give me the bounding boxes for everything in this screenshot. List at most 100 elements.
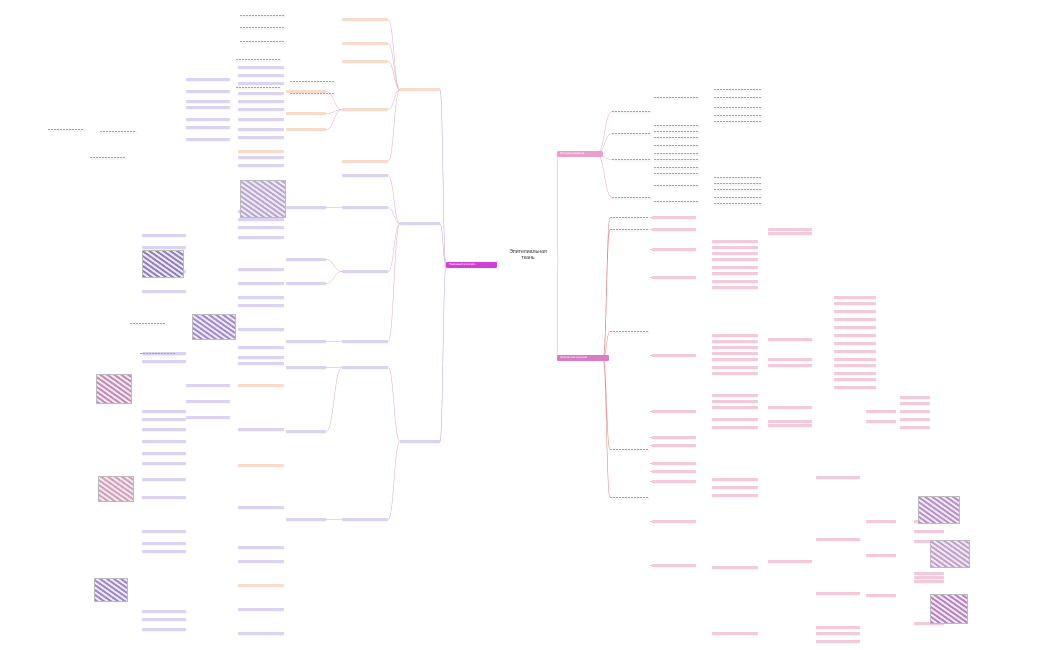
- node-right-bottom-l5[interactable]: [816, 626, 860, 630]
- node-level-3[interactable]: [342, 366, 388, 370]
- node-level-5[interactable]: [238, 150, 284, 154]
- node-right-bottom-l5[interactable]: [816, 592, 860, 596]
- node-right-bottom-l7[interactable]: [914, 530, 944, 534]
- node-level-6[interactable]: [186, 78, 230, 82]
- node-level-6[interactable]: [142, 530, 186, 534]
- node-right-bottom-l4[interactable]: [712, 340, 758, 344]
- central-topic[interactable]: Эпителиальная ткань: [498, 249, 558, 261]
- node-right-bottom-l5[interactable]: [768, 228, 812, 232]
- node-right-bottom-l7[interactable]: [900, 396, 930, 400]
- node-right-bottom-l6[interactable]: [834, 378, 876, 382]
- node-level-6[interactable]: [186, 118, 230, 122]
- node-right-bottom-l5[interactable]: [816, 632, 860, 636]
- node-right-bottom-l6[interactable]: [834, 310, 876, 314]
- node-level-5[interactable]: [238, 164, 284, 168]
- node-level-4[interactable]: [286, 90, 326, 94]
- node-level-6[interactable]: [186, 416, 230, 420]
- node-level-5[interactable]: [238, 226, 284, 230]
- node-right-bottom-l4[interactable]: [712, 266, 758, 270]
- node-right-bottom-l5[interactable]: [768, 424, 812, 428]
- node-level-5[interactable]: [238, 236, 284, 240]
- node-level-3[interactable]: [342, 60, 388, 64]
- node-level-5[interactable]: [238, 356, 284, 360]
- node-right-bottom-l6[interactable]: [834, 358, 876, 362]
- node-level-3[interactable]: [342, 206, 388, 210]
- node-right-bottom-l3[interactable]: [652, 444, 696, 448]
- node-right-bottom-l7[interactable]: [866, 554, 896, 558]
- node-level-5[interactable]: [238, 632, 284, 636]
- node-level-6[interactable]: [142, 360, 186, 364]
- node-level-5[interactable]: [238, 118, 284, 122]
- node-right-bottom-l4[interactable]: [712, 400, 758, 404]
- node-level-6[interactable]: [186, 138, 230, 142]
- node-right-bottom-l5[interactable]: [768, 338, 812, 342]
- node-right-bottom-l7[interactable]: [914, 572, 944, 576]
- node-right-bottom-l4[interactable]: [712, 272, 758, 276]
- node-right-bottom-l7[interactable]: [866, 594, 896, 598]
- node-right-bottom-l6[interactable]: [834, 372, 876, 376]
- branch-development-sources[interactable]: Источники развития: [557, 151, 603, 157]
- node-level-4[interactable]: [286, 128, 326, 132]
- node-level-6[interactable]: [142, 428, 186, 432]
- node-level-4[interactable]: [286, 206, 326, 210]
- node-right-bottom-l3[interactable]: [652, 228, 696, 232]
- node-level-6[interactable]: [186, 100, 230, 104]
- node-level-5[interactable]: [238, 584, 284, 588]
- node-level-6[interactable]: [186, 90, 230, 94]
- node-level-5[interactable]: [238, 66, 284, 70]
- node-right-bottom-l4[interactable]: [712, 366, 758, 370]
- node-level-5[interactable]: [238, 428, 284, 432]
- node-right-bottom-l4[interactable]: [712, 334, 758, 338]
- node-right-bottom-l4[interactable]: [712, 280, 758, 284]
- node-level-3[interactable]: [342, 18, 388, 22]
- node-level-6[interactable]: [186, 106, 230, 110]
- node-level-5[interactable]: [238, 100, 284, 104]
- node-right-bottom-l4[interactable]: [712, 246, 758, 250]
- node-level-4[interactable]: [286, 340, 326, 344]
- node-level-3[interactable]: [342, 174, 388, 178]
- node-right-bottom-l4[interactable]: [712, 486, 758, 490]
- node-level-5[interactable]: [238, 546, 284, 550]
- node-right-bottom-l4[interactable]: [712, 566, 758, 570]
- node-level-4[interactable]: [286, 430, 326, 434]
- node-level-3[interactable]: [342, 270, 388, 274]
- node-level-6[interactable]: [186, 126, 230, 130]
- node-level-6[interactable]: [142, 478, 186, 482]
- node-right-bottom-l4[interactable]: [712, 346, 758, 350]
- node-right-bottom-l5[interactable]: [768, 406, 812, 410]
- node-level-5[interactable]: [238, 328, 284, 332]
- node-level-6[interactable]: [142, 462, 186, 466]
- node-right-bottom-l4[interactable]: [712, 352, 758, 356]
- node-level-6[interactable]: [142, 452, 186, 456]
- node-level-2[interactable]: [400, 440, 440, 444]
- node-right-bottom-l3[interactable]: [652, 462, 696, 466]
- node-right-bottom-l5[interactable]: [816, 476, 860, 480]
- node-level-6[interactable]: [142, 410, 186, 414]
- node-level-6[interactable]: [142, 542, 186, 546]
- node-right-bottom-l6[interactable]: [834, 386, 876, 390]
- node-right-bottom-l5[interactable]: [768, 420, 812, 424]
- node-right-bottom-l6[interactable]: [834, 350, 876, 354]
- node-level-6[interactable]: [142, 628, 186, 632]
- branch-covering-epithelium[interactable]: Покровный эпителий ›: [446, 262, 497, 268]
- node-right-bottom-l4[interactable]: [712, 478, 758, 482]
- node-level-5[interactable]: [238, 108, 284, 112]
- node-right-bottom-l7[interactable]: [900, 426, 930, 430]
- node-right-bottom-l7[interactable]: [866, 520, 896, 524]
- node-right-bottom-l7[interactable]: [866, 410, 896, 414]
- node-right-bottom-l7[interactable]: [900, 410, 930, 414]
- node-level-5[interactable]: [238, 136, 284, 140]
- node-level-5[interactable]: [238, 74, 284, 78]
- node-right-bottom-l6[interactable]: [834, 318, 876, 322]
- node-right-bottom-l4[interactable]: [712, 632, 758, 636]
- node-level-6[interactable]: [142, 418, 186, 422]
- node-right-bottom-l4[interactable]: [712, 418, 758, 422]
- node-level-5[interactable]: [238, 384, 284, 388]
- node-level-5[interactable]: [238, 608, 284, 612]
- node-right-bottom-l3[interactable]: [652, 410, 696, 414]
- node-level-5[interactable]: [238, 296, 284, 300]
- node-level-6[interactable]: [142, 618, 186, 622]
- node-right-bottom-l3[interactable]: [652, 276, 696, 280]
- node-level-6[interactable]: [142, 440, 186, 444]
- node-right-bottom-l4[interactable]: [712, 426, 758, 430]
